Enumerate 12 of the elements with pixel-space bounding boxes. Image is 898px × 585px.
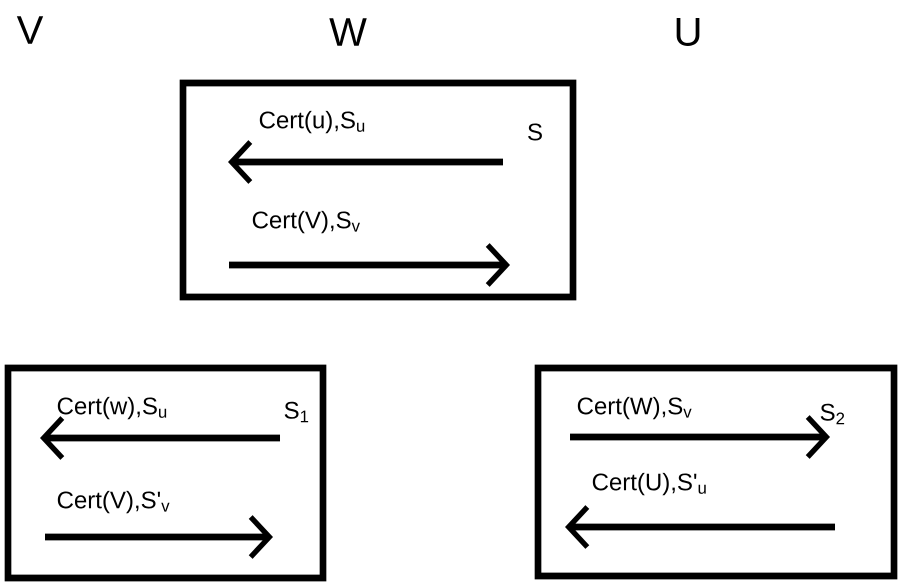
message-label: Cert(V),S'$_{v}$ [58, 490, 170, 514]
party-label: U [676, 18, 700, 46]
message-label: Cert(w),S$_{u}$ [58, 396, 166, 420]
box-label: S$_{2}$ [820, 404, 844, 424]
box-label: S$_{1}$ [284, 402, 308, 422]
message-label: Cert(U),S'$_{u}$ [592, 472, 706, 496]
party-label: V [16, 16, 44, 44]
message-label: Cert(V),S$_{v}$ [252, 210, 360, 234]
party-label: W [329, 18, 367, 46]
box-label: S [528, 124, 542, 140]
message-label: Cert(u),S$_{u}$ [260, 110, 364, 134]
message-label: Cert(W),S$_{v}$ [578, 396, 692, 420]
